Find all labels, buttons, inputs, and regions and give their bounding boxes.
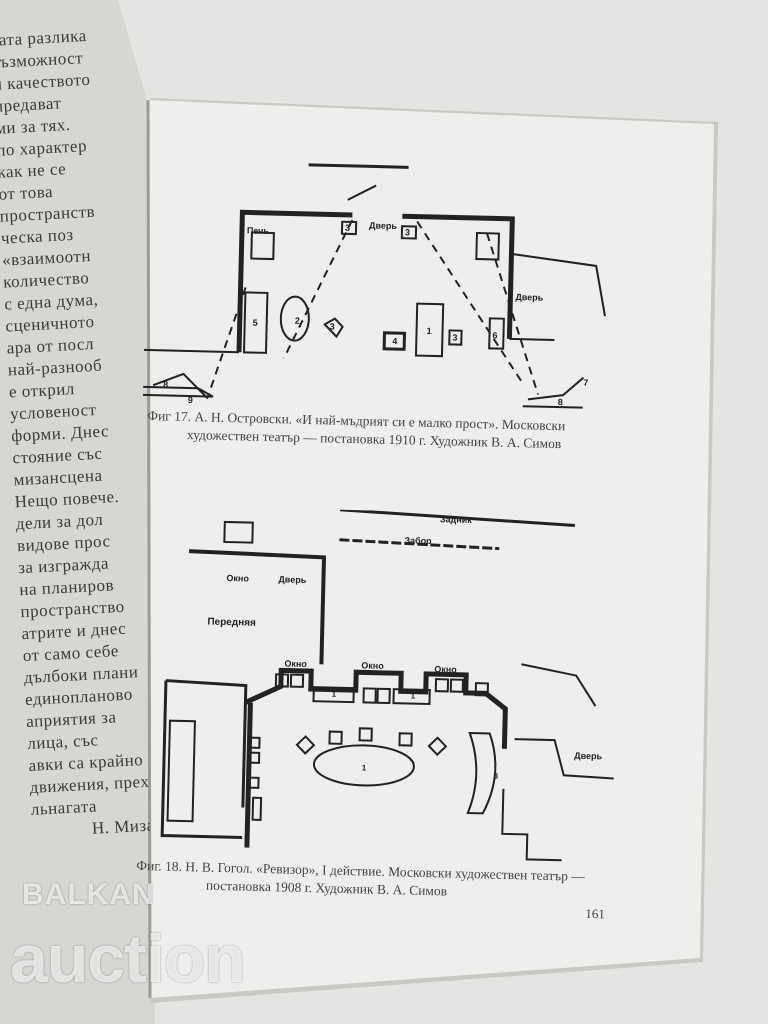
svg-text:9: 9 bbox=[188, 395, 193, 405]
svg-text:1: 1 bbox=[332, 690, 337, 699]
watermark-balkan: BALKAN bbox=[22, 878, 155, 911]
figure18-window1-label: Окно bbox=[284, 658, 307, 669]
watermark-auction: auction bbox=[10, 921, 246, 997]
svg-text:8: 8 bbox=[558, 397, 563, 407]
svg-text:3: 3 bbox=[494, 772, 499, 781]
svg-text:1: 1 bbox=[426, 326, 431, 336]
figure18-fence-label: Забор bbox=[404, 535, 432, 547]
figure17-number: 2 bbox=[295, 316, 300, 326]
svg-text:6: 6 bbox=[492, 330, 497, 340]
svg-text:8: 8 bbox=[163, 379, 168, 389]
svg-text:1: 1 bbox=[411, 692, 416, 701]
svg-text:1: 1 bbox=[362, 763, 367, 772]
right-page bbox=[147, 100, 714, 998]
svg-text:7: 7 bbox=[583, 378, 588, 388]
figure18-window2-label: Окно bbox=[361, 660, 384, 671]
svg-text:3: 3 bbox=[330, 321, 335, 331]
figure17-door-right-label: Дверь bbox=[515, 291, 544, 303]
figure18-hall-label: Передняя bbox=[207, 616, 256, 629]
left-page bbox=[0, 0, 155, 1024]
figure-17-stage-plan: 2 5 3 4 1 3 6 3 3 8 9 8 7 bbox=[142, 163, 606, 409]
figure18-door-label: Дверь bbox=[278, 574, 307, 585]
figure-18-stage-plan: 1 1 1 3 bbox=[160, 508, 614, 862]
figure18-door-right-label: Дверь bbox=[574, 750, 603, 762]
svg-text:5: 5 bbox=[253, 318, 258, 328]
svg-text:3: 3 bbox=[452, 332, 457, 342]
figure18-window3-label: Окно bbox=[434, 664, 457, 675]
page-number: 161 bbox=[585, 905, 606, 922]
figure17-door-label: Дверь bbox=[369, 220, 398, 232]
figure18-window-label: Окно bbox=[226, 573, 250, 584]
figure17-stove-label: Печь bbox=[246, 225, 270, 236]
page-gutter bbox=[146, 99, 152, 999]
svg-text:4: 4 bbox=[392, 336, 397, 346]
svg-text:3: 3 bbox=[405, 227, 410, 237]
svg-text:3: 3 bbox=[345, 223, 350, 233]
figure18-backdrop-label: Задник bbox=[439, 514, 472, 525]
